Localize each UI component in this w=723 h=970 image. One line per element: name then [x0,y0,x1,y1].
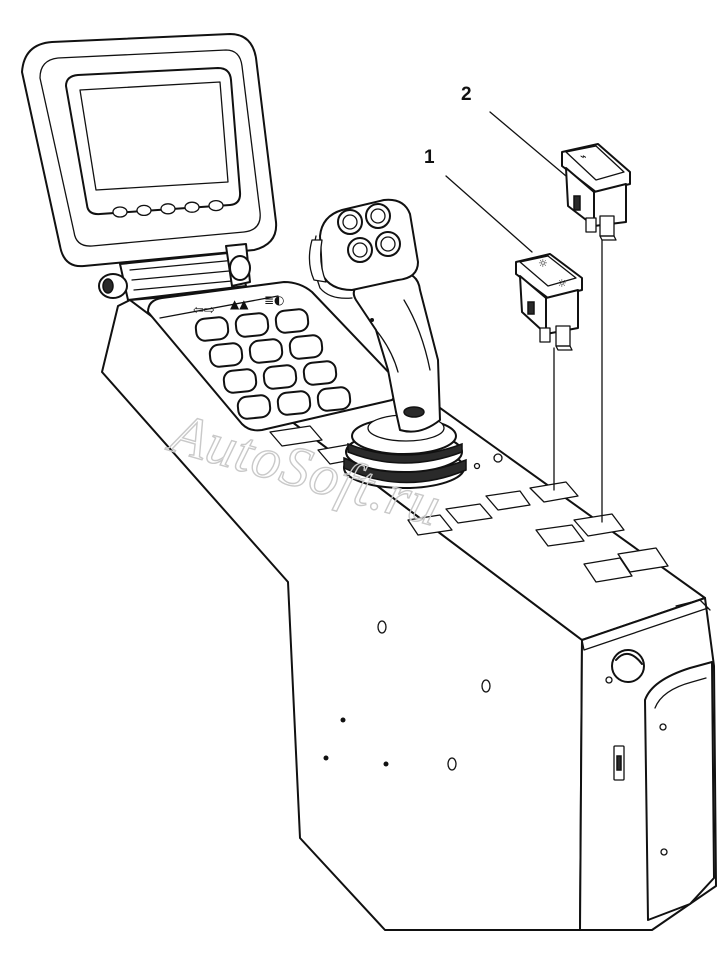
monitor-button [208,199,224,212]
keypad-key [234,312,270,338]
joystick-button-cap [352,242,368,258]
monitor [21,33,278,301]
joystick-button-cap [342,214,358,230]
callout-1: 1 [424,147,435,168]
keypad-key [222,368,258,394]
keypad-keys [194,308,352,420]
switch-openings [269,425,669,583]
keypad-key [248,338,284,364]
keypad-key [262,364,298,390]
keypad-key [194,316,230,342]
monitor-button [136,204,152,217]
monitor-button [184,201,200,213]
work-light-off-icon: ☼ [557,277,567,290]
leader-lines [445,111,603,523]
monitor-buttons [112,199,224,218]
rocker-switch-1: ☼ ☼ [515,253,583,351]
symbol-icon: ⌁ [580,150,587,163]
keypad-key [276,390,312,416]
keypad-key [236,394,272,420]
keypad-key [288,334,324,360]
keypad-key [316,386,352,412]
keypad-key [302,360,338,386]
keypad-key [208,342,244,368]
joystick-buttons [337,203,401,263]
work-light-icon: ☼ [538,257,548,270]
joystick-button-cap [370,208,386,224]
keypad: ⇦⇨ ▲▲ ≣◐ [147,281,400,432]
hazard-icon: ▲▲ [230,297,249,311]
headlight-icon: ≣◐ [264,293,285,307]
joystick [308,198,467,489]
monitor-button [112,206,128,218]
turn-signal-icon: ⇦⇨ [193,303,215,318]
callout-2: 2 [461,84,472,105]
joystick-button-cap [380,236,396,252]
rocker-switch-2: ⌁ [561,143,631,241]
keypad-key [274,308,310,334]
monitor-button [160,203,176,215]
